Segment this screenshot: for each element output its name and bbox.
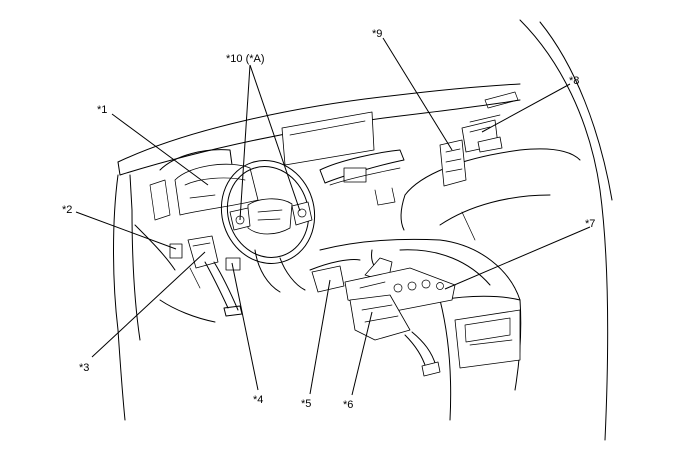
callout-7: *7 [585, 218, 595, 230]
steering-wheel [174, 160, 316, 293]
callout-10: *10 (*A) [226, 53, 265, 65]
callout-labels: *1 *2 *3 *4 *5 *6 *7 *8 *9 *10 (*A) [62, 28, 595, 411]
callout-4: *4 [253, 394, 263, 406]
callout-3: *3 [79, 362, 89, 374]
callout-6: *6 [343, 399, 353, 411]
leader-1 [111, 113, 209, 186]
leader-8 [481, 83, 571, 133]
callout-9: *9 [372, 28, 382, 40]
callout-8: *8 [569, 75, 579, 87]
leader-10a [239, 64, 251, 221]
leader-2 [75, 211, 177, 250]
pedal-assembly [169, 235, 243, 317]
callout-1: *1 [97, 104, 107, 116]
leader-6 [351, 311, 373, 396]
leader-10b [249, 64, 301, 212]
dashboard-outline [113, 19, 613, 441]
callout-2: *2 [62, 204, 72, 216]
leader-4 [231, 262, 259, 391]
leader-9 [382, 37, 453, 151]
leader-3 [91, 251, 206, 358]
leader-lines [75, 37, 591, 396]
leader-7 [444, 226, 591, 290]
ecu-modules [439, 119, 503, 187]
callout-5: *5 [301, 398, 311, 410]
center-console [309, 238, 522, 421]
leader-5 [309, 279, 331, 395]
